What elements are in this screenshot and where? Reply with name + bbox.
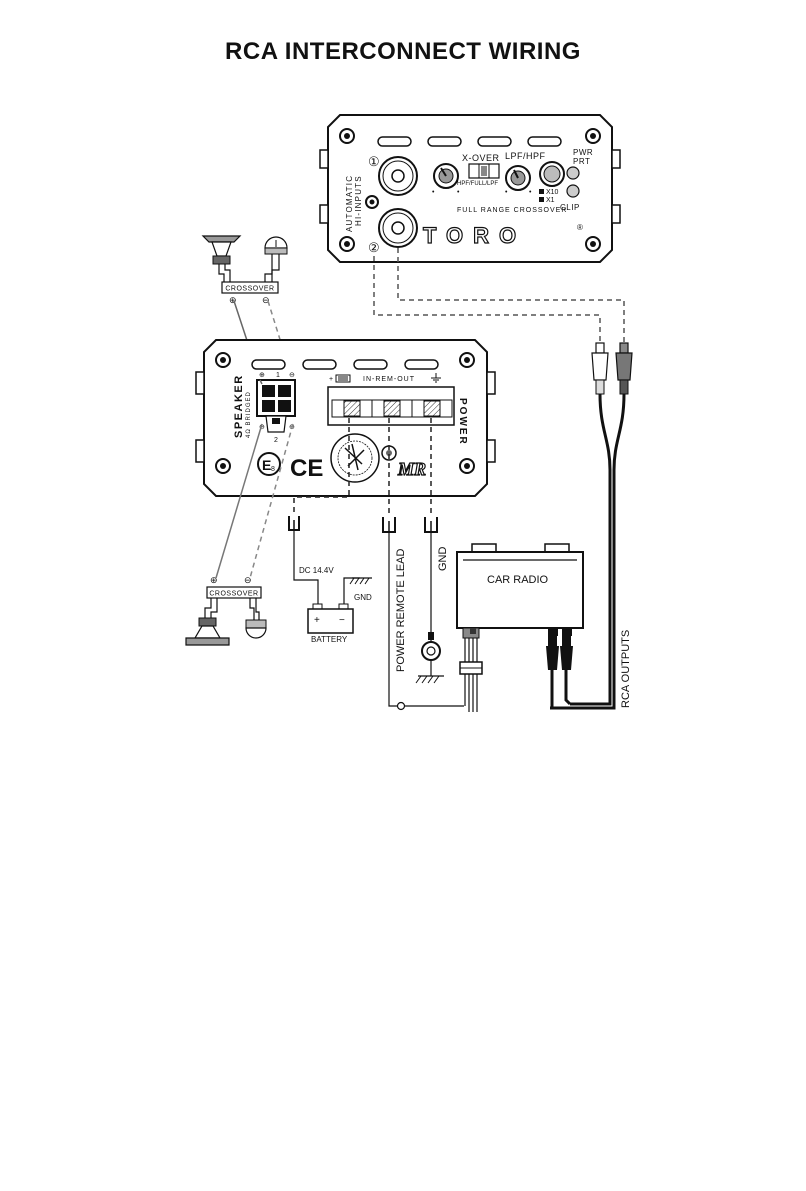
pwr-label: PWR bbox=[573, 148, 593, 157]
xover-switch[interactable] bbox=[469, 164, 499, 178]
screw-icon bbox=[586, 237, 600, 251]
gnd-connector-icon bbox=[425, 517, 437, 532]
battery-connector-icon bbox=[289, 516, 299, 530]
prt-label: PRT bbox=[573, 157, 590, 166]
clip-led-icon bbox=[567, 185, 579, 197]
xover-label: X-OVER bbox=[462, 153, 500, 163]
fuse-icon bbox=[336, 375, 350, 382]
mr-logo: MR bbox=[397, 459, 426, 479]
rca-input-2[interactable] bbox=[379, 209, 417, 247]
car-radio-label: CAR RADIO bbox=[487, 574, 549, 586]
hi-input-connector-icon bbox=[366, 196, 378, 208]
power-remote-lead-label: POWER REMOTE LEAD bbox=[395, 548, 407, 672]
woofer-icon bbox=[203, 236, 240, 264]
e-mark-icon: E 8 bbox=[258, 453, 280, 475]
top-speakers: CROSSOVER ⊕ ⊖ bbox=[203, 236, 287, 305]
brand-logo: TORO bbox=[423, 223, 526, 248]
x1-label: X1 bbox=[546, 197, 555, 204]
crossover-bottom-label: CROSSOVER bbox=[209, 591, 258, 598]
power-label: POWER bbox=[457, 398, 468, 446]
bottom-speakers: ⊕ ⊖ CROSSOVER bbox=[186, 575, 266, 645]
hi-inputs-label: HI-INPUTS bbox=[354, 175, 363, 226]
input-1-label: ① bbox=[368, 154, 380, 169]
ce-mark-icon: CE bbox=[290, 455, 323, 482]
ground-symbol-icon bbox=[350, 578, 372, 584]
tweeter-icon bbox=[265, 237, 287, 254]
svg-text:CE: CE bbox=[290, 455, 323, 482]
screw-icon bbox=[460, 459, 474, 473]
dc-voltage-label: DC 14.4V bbox=[299, 566, 334, 575]
speaker-term-1: 1 bbox=[276, 372, 280, 379]
lpf-hpf-knob[interactable] bbox=[506, 166, 530, 190]
power-terminal-block[interactable] bbox=[328, 387, 454, 425]
x10-label: X10 bbox=[546, 189, 559, 196]
screw-icon bbox=[586, 129, 600, 143]
tweeter-icon bbox=[246, 620, 266, 638]
speaker-minus-top: ⊖ bbox=[289, 372, 295, 379]
battery-label: BATTERY bbox=[311, 635, 348, 644]
radio-harness bbox=[460, 638, 482, 712]
screw-icon bbox=[340, 237, 354, 251]
top-amplifier: AUTOMATIC HI-INPUTS ① ② • • X-OVER HPF/F… bbox=[320, 115, 620, 262]
speaker-term-2: 2 bbox=[274, 437, 278, 444]
battery-minus: − bbox=[339, 615, 345, 626]
rca-input-1[interactable] bbox=[379, 157, 417, 195]
speaker-label: SPEAKER bbox=[233, 374, 245, 438]
ring-terminal-icon bbox=[422, 632, 440, 676]
rca-plug-icon bbox=[592, 343, 608, 394]
xover-modes-label: HPF/FULL/LPF bbox=[457, 181, 498, 187]
woofer-icon bbox=[186, 618, 229, 645]
screw-icon bbox=[216, 459, 230, 473]
bridged-label: 4Ω BRIDGED bbox=[246, 391, 252, 438]
terminal-label: IN-REM-OUT bbox=[363, 376, 415, 383]
bottom-amplifier: SPEAKER 4Ω BRIDGED ⊕ 1 ⊖ ⊖ ⊕ 2 + IN-REM-… bbox=[196, 340, 495, 496]
registered-mark: ® bbox=[577, 223, 583, 232]
full-range-crossover-label: FULL RANGE CROSSOVER bbox=[457, 207, 567, 214]
speaker-plus-top: ⊕ bbox=[259, 372, 265, 379]
car-radio: CAR RADIO bbox=[457, 544, 583, 638]
rca-output-plugs bbox=[546, 636, 573, 708]
lpf-hpf-label: LPF/HPF bbox=[505, 151, 546, 161]
svg-text:8: 8 bbox=[271, 466, 275, 473]
certification-seal-icon bbox=[331, 434, 379, 482]
crossover-bottom-plus: ⊕ bbox=[210, 575, 218, 585]
bass-knob[interactable] bbox=[540, 162, 564, 186]
crossover-top-label: CROSSOVER bbox=[225, 286, 274, 293]
ground-symbol-icon bbox=[416, 676, 444, 683]
gnd-vertical-label: GND bbox=[437, 547, 449, 572]
rca-outputs-label: RCA OUTPUTS bbox=[620, 630, 632, 708]
battery-plus: + bbox=[314, 615, 320, 626]
screw-icon bbox=[216, 353, 230, 367]
remote-connector-icon bbox=[383, 517, 395, 532]
svg-text:E: E bbox=[262, 457, 271, 473]
battery-gnd-label: GND bbox=[354, 593, 372, 602]
automatic-label: AUTOMATIC bbox=[345, 175, 354, 232]
screw-icon bbox=[340, 129, 354, 143]
screw-icon bbox=[460, 353, 474, 367]
crossover-bottom-minus: ⊖ bbox=[244, 575, 252, 585]
gain-knob[interactable] bbox=[434, 164, 458, 188]
rca-plug-icon bbox=[616, 343, 632, 394]
fuse-plus-label: + bbox=[329, 376, 333, 383]
pwr-led-icon bbox=[567, 167, 579, 179]
input-2-label: ② bbox=[368, 240, 380, 255]
